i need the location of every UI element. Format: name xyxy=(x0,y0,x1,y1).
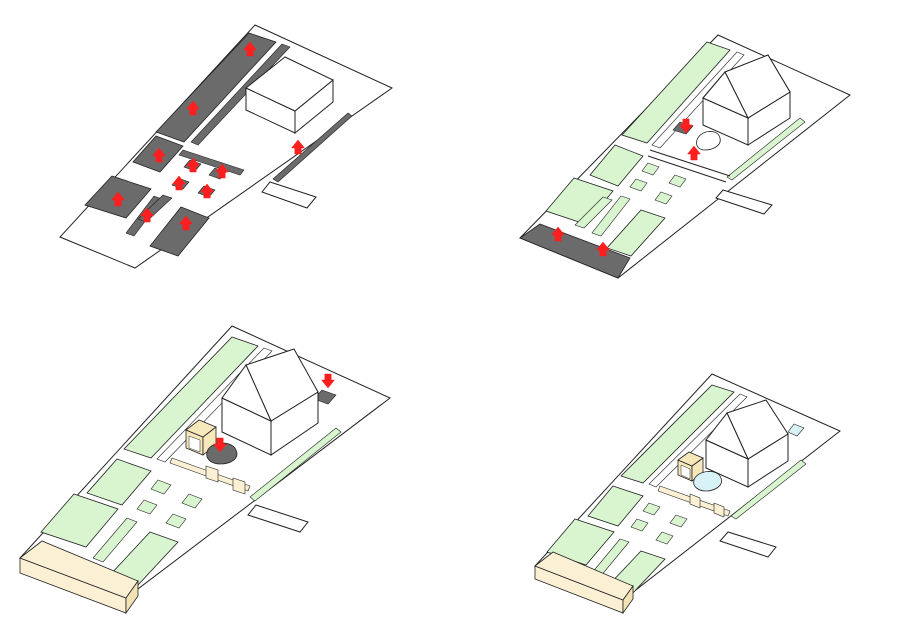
planted-square xyxy=(630,518,649,532)
planted-strip-mid xyxy=(574,196,613,229)
paved-cross-walk xyxy=(178,149,245,176)
planted-strip-long xyxy=(123,336,259,459)
planted-block-center xyxy=(587,485,644,527)
planted-square xyxy=(165,513,187,529)
boundary-wall xyxy=(19,540,139,615)
pond-outline xyxy=(696,131,721,151)
shed xyxy=(677,451,704,482)
planted-strip-side xyxy=(249,427,342,502)
house xyxy=(702,54,791,146)
planted-square xyxy=(669,514,688,528)
planted-block-center xyxy=(589,144,644,187)
boundary-wall xyxy=(534,551,634,615)
panel-2-partially-planted xyxy=(519,34,851,279)
paved-side-strip xyxy=(272,112,353,183)
driveway xyxy=(715,189,773,215)
planted-block-center xyxy=(86,458,152,506)
house xyxy=(705,399,789,488)
planted-strip-side xyxy=(726,117,806,181)
pond-small xyxy=(787,423,805,437)
planted-square xyxy=(136,499,158,515)
paved-path-thin xyxy=(190,43,291,146)
panel-3-planted-with-shed-and-wall xyxy=(19,325,391,615)
cross-path xyxy=(649,149,731,177)
driveway xyxy=(719,531,777,558)
planted-square xyxy=(654,191,673,205)
cross-path xyxy=(647,155,727,183)
driveway xyxy=(261,181,317,209)
planted-strip-long xyxy=(620,384,735,484)
shed xyxy=(185,419,217,456)
planted-block-lower-left xyxy=(546,518,615,566)
planted-strip-long xyxy=(621,41,731,144)
planted-block-lower-mid xyxy=(92,517,138,563)
planted-square xyxy=(641,162,660,176)
pond xyxy=(693,471,722,492)
planted-square xyxy=(629,178,648,192)
planted-square xyxy=(642,502,661,516)
planted-square xyxy=(150,479,172,495)
house xyxy=(245,56,334,135)
planted-block-lower-mid xyxy=(591,195,631,237)
planted-square xyxy=(668,174,687,188)
paved-block-lower-right xyxy=(149,206,210,257)
paved-strip-long xyxy=(155,32,277,143)
garden-fence xyxy=(657,485,731,518)
path-thin xyxy=(648,393,748,488)
planted-strip-side xyxy=(730,459,807,520)
planted-square xyxy=(181,493,203,509)
panel-1-paved-site xyxy=(59,24,394,269)
house xyxy=(221,348,319,456)
planted-square xyxy=(655,531,674,545)
panel-4-final-with-pond xyxy=(534,373,841,615)
planted-block-lower-left xyxy=(40,493,119,548)
driveway xyxy=(247,504,309,533)
planted-block-lower-right xyxy=(606,209,666,257)
garden-fence xyxy=(169,457,251,495)
